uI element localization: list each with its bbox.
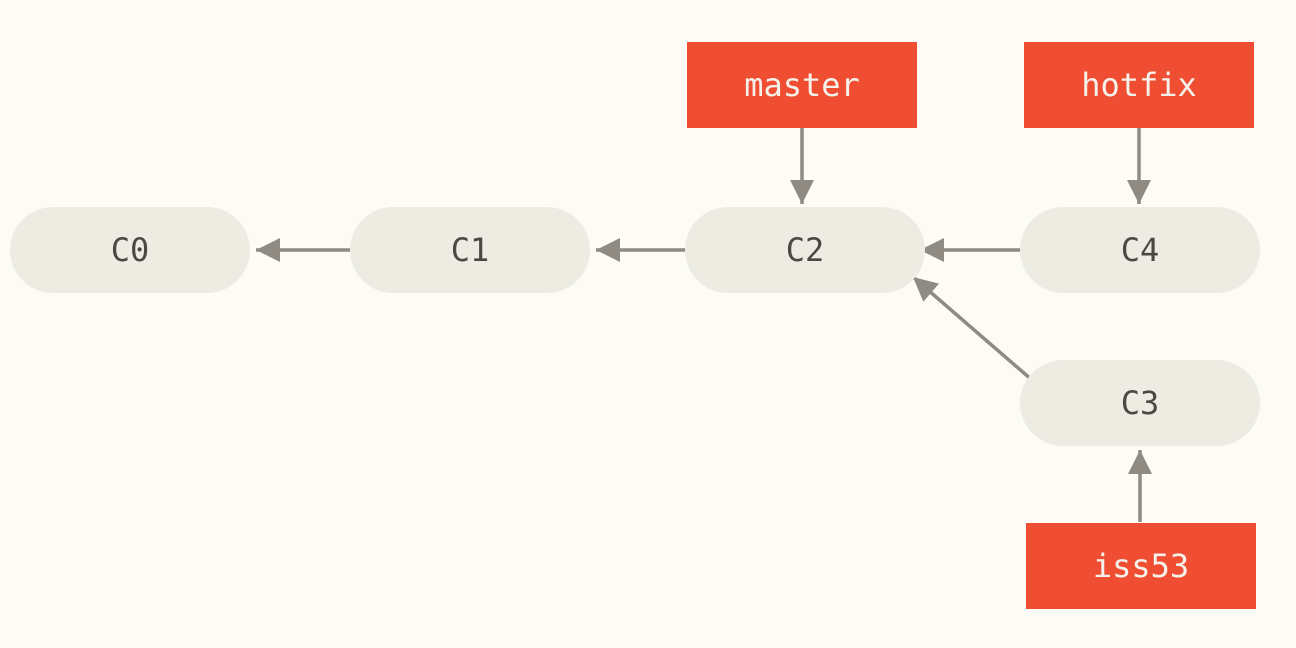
commit-node-c1: C1 bbox=[350, 207, 590, 293]
commit-node-c0: C0 bbox=[10, 207, 250, 293]
branch-label-iss53: iss53 bbox=[1026, 523, 1256, 609]
commit-label: C4 bbox=[1120, 231, 1160, 269]
branch-name: hotfix bbox=[1081, 66, 1197, 104]
commit-node-c4: C4 bbox=[1020, 207, 1260, 293]
branch-label-master: master bbox=[687, 42, 917, 128]
edge-c3-to-c2 bbox=[911, 275, 1034, 382]
commit-node-c2: C2 bbox=[685, 207, 925, 293]
commit-label: C1 bbox=[450, 231, 490, 269]
branch-name: master bbox=[744, 66, 860, 104]
commit-node-c3: C3 bbox=[1020, 360, 1260, 446]
branch-label-hotfix: hotfix bbox=[1024, 42, 1254, 128]
commit-label: C0 bbox=[110, 231, 150, 269]
commit-label: C2 bbox=[785, 231, 825, 269]
branch-name: iss53 bbox=[1092, 547, 1190, 585]
commit-label: C3 bbox=[1120, 384, 1160, 422]
